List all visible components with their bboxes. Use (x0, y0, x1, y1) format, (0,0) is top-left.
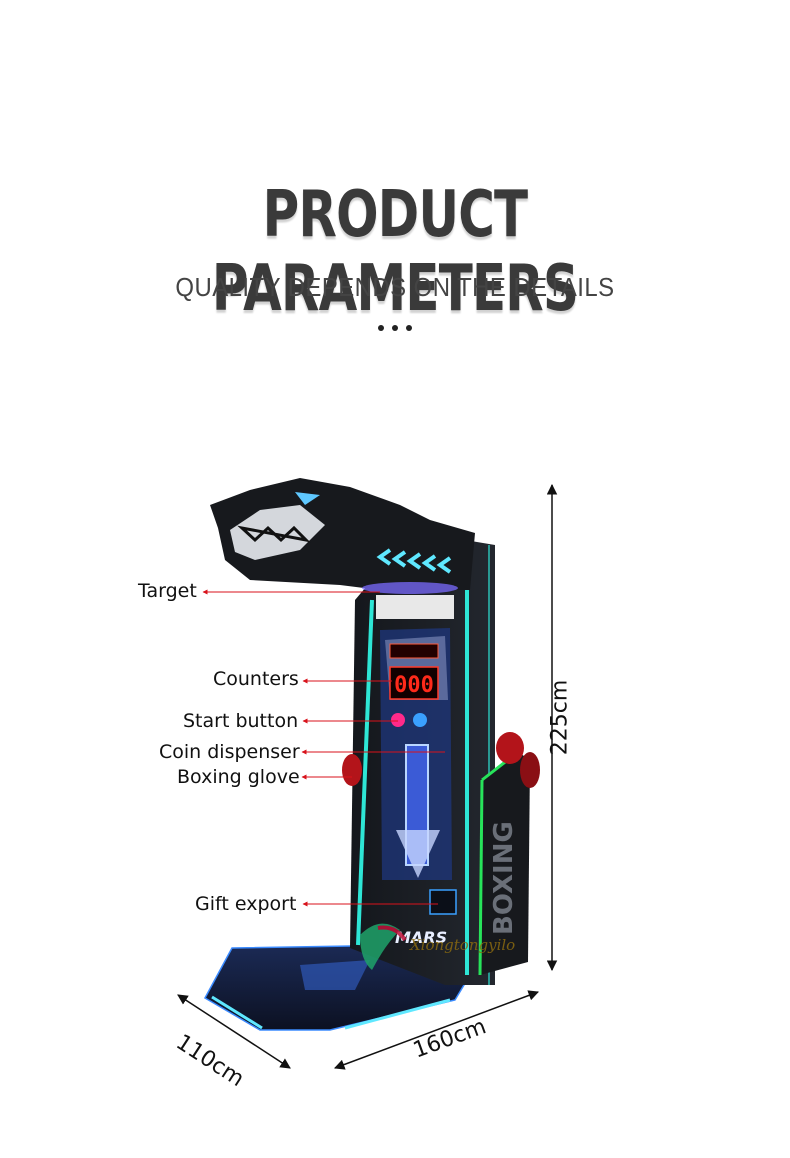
machine-column: 000 MARS (350, 540, 495, 985)
depth-dimension-line (177, 994, 291, 1069)
machine-head (210, 478, 475, 594)
width-dimension-line (334, 990, 539, 1070)
side-cabinet: BOXING (478, 750, 530, 976)
coin-dispenser-label: Coin dispenser (159, 741, 300, 763)
start-button-label: Start button (183, 710, 299, 732)
dot (392, 325, 398, 331)
gift-export-label: Gift export (195, 893, 297, 915)
page-title: PRODUCT PARAMETERS (211, 178, 579, 326)
target-label: Target (138, 580, 197, 602)
machine-logo: MARS (395, 928, 447, 947)
dot (378, 325, 384, 331)
side-text: BOXING (489, 821, 519, 935)
watermark: Xiongtongyilo (360, 923, 515, 970)
watermark-text: Xiongtongyilo (409, 936, 515, 954)
counters-label: Counters (213, 668, 299, 690)
page-subtitle: QUALITY DEPENDS ON THE DETAILS (175, 272, 615, 302)
boxing-glove-right (496, 732, 540, 788)
dot (406, 325, 412, 331)
decorative-dots (0, 318, 790, 336)
boxing-glove-label: Boxing glove (177, 766, 300, 788)
height-dimension-label: 225cm (547, 679, 573, 756)
score-display: 000 (394, 673, 434, 698)
boxing-glove-left (342, 754, 362, 786)
